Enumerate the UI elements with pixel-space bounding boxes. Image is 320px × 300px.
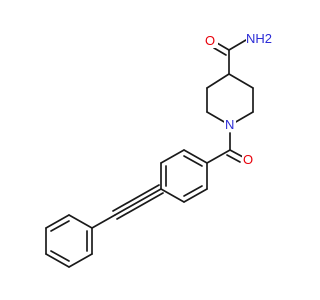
bond-amide-c-o-1	[216, 42, 230, 51]
ring-n-bg	[224, 117, 236, 132]
bond-p4-p5-inner	[50, 250, 70, 262]
bond-b4-b5	[160, 188, 185, 203]
amide-nh2-bg	[246, 30, 274, 46]
bond-alkyne-1	[114, 188, 162, 216]
atom-label-layer: N NH2 O O	[204, 30, 274, 167]
bond-amide-c-o-2	[213, 47, 227, 56]
bond-c4-c3	[206, 73, 230, 89]
bond-carbonyl-c-o-1	[229, 149, 244, 158]
bond-c5-c4	[228, 73, 254, 89]
bond-p5-p6	[68, 253, 93, 268]
ring-nitrogen-label: N	[225, 117, 234, 132]
bond-p2-p3-inner	[50, 220, 70, 232]
ketone-o-bg	[242, 152, 256, 167]
amide-oxygen-label: O	[205, 33, 215, 48]
amide-nh2-label: NH2	[246, 31, 272, 46]
bond-alkyne-2	[112, 184, 160, 212]
amide-o-bg	[204, 33, 218, 48]
bond-carbonyl-c-o-2	[226, 154, 241, 163]
bond-amide-c-n	[228, 39, 247, 51]
bond-b5-b6-inner	[183, 185, 203, 197]
bond-p2-p3	[45, 214, 70, 229]
bond-p4-p5	[45, 253, 70, 268]
bond-c2-n	[206, 111, 227, 124]
bond-b1-b2	[183, 149, 208, 164]
molecule-canvas: N NH2 O O	[45, 30, 274, 268]
bond-alkyne-phenyl	[91, 214, 116, 229]
bond-b1-b2-inner	[183, 155, 203, 167]
bond-carbonyl-c-aryl	[206, 149, 231, 164]
bond-layer	[45, 39, 254, 268]
bond-p1-p2	[68, 214, 93, 229]
ketone-oxygen-label: O	[243, 152, 253, 167]
bond-b2-b3	[160, 149, 185, 164]
structure-diagram: N NH2 O O	[45, 30, 274, 268]
bond-alkyne-3	[116, 192, 164, 220]
bond-b5-b6	[183, 188, 208, 203]
bond-n-c6	[233, 111, 254, 124]
